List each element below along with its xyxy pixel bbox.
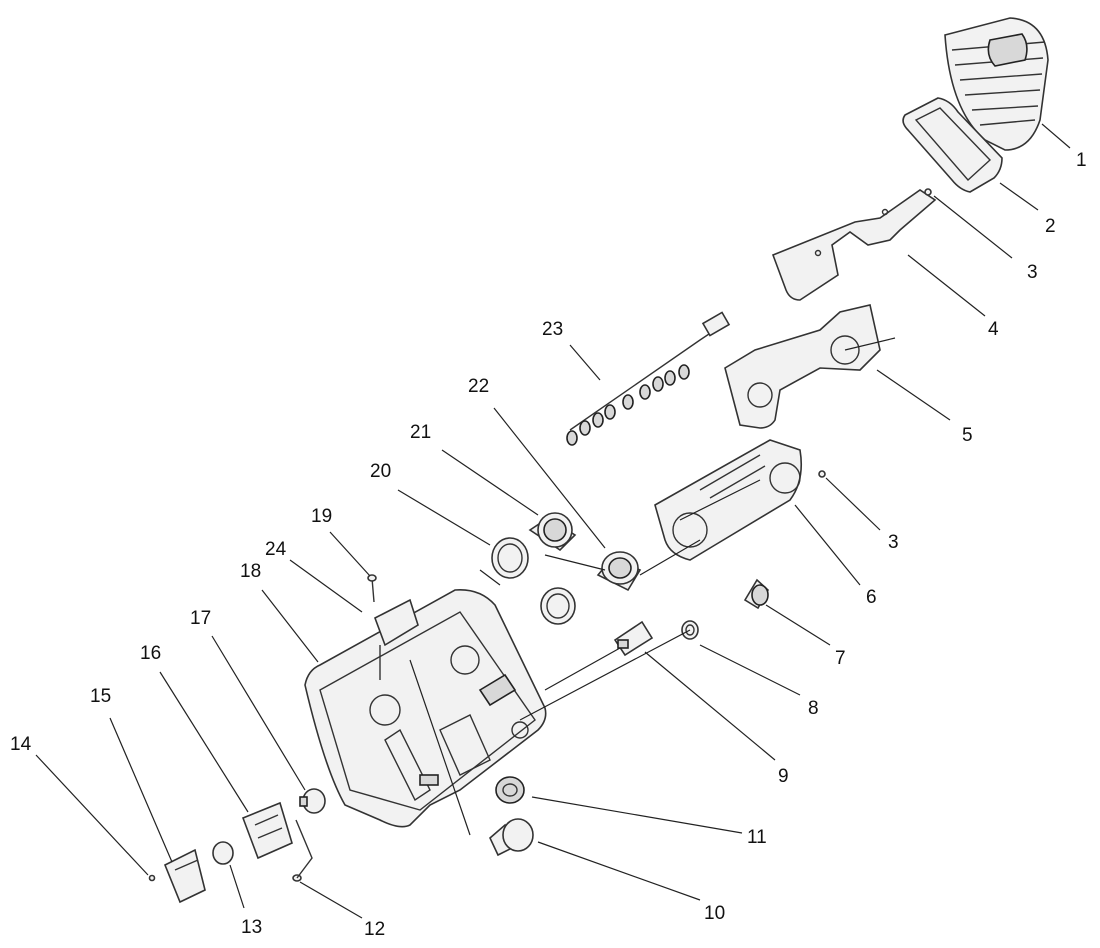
part-2-frame: [902, 97, 1003, 193]
callout-20: 20: [370, 461, 391, 482]
callout-24: 24: [265, 539, 287, 560]
callout-5: 5: [962, 425, 973, 446]
part-10-lamp: [489, 818, 534, 857]
callout-3b: 3: [888, 532, 899, 553]
gauge-ring-lower: [540, 587, 576, 625]
part-12-screw: [292, 819, 313, 882]
callout-22: 22: [468, 376, 489, 397]
callout-labels: 1 2 3 4 5 3 6 7 8 9 11 10 12 13 14 15 16…: [10, 150, 1087, 940]
callout-13: 13: [241, 917, 262, 938]
callout-2: 2: [1045, 216, 1056, 237]
part-23-harness: [566, 311, 731, 446]
part-13-cap: [212, 841, 234, 865]
callout-21: 21: [410, 422, 431, 443]
assembly-lines: [409, 337, 896, 836]
callout-10: 10: [704, 903, 725, 924]
part-22-gauge: [596, 551, 642, 592]
callout-1: 1: [1076, 150, 1087, 171]
part-5-lower-plate: [724, 304, 881, 429]
part-1-boot: [944, 17, 1049, 151]
callout-14: 14: [10, 734, 32, 755]
part-11-indicator: [495, 776, 525, 804]
callout-3a: 3: [1027, 262, 1038, 283]
leader-lines: [35, 123, 1071, 919]
part-18-console-housing: [304, 588, 547, 828]
callout-7: 7: [835, 648, 846, 669]
part-7-knob: [743, 578, 770, 610]
callout-11: 11: [747, 827, 767, 848]
part-14-pin: [148, 874, 156, 882]
callout-6: 6: [866, 587, 877, 608]
part-3-screw-lower: [818, 470, 826, 478]
callout-23: 23: [542, 319, 563, 340]
part-19-screw: [367, 574, 377, 603]
callout-4: 4: [988, 319, 999, 340]
part-21-gauge: [528, 512, 577, 552]
callout-12: 12: [364, 919, 385, 940]
part-9-switch: [613, 620, 654, 657]
callout-19: 19: [311, 506, 332, 527]
callout-18: 18: [240, 561, 261, 582]
callout-8: 8: [808, 698, 819, 719]
part-20-ring: [491, 537, 529, 579]
callout-16: 16: [140, 643, 161, 664]
part-4-upper-plate: [771, 189, 937, 301]
part-16-switch-block: [241, 801, 293, 860]
part-6-gauge-panel: [654, 439, 803, 561]
callout-15: 15: [90, 686, 111, 707]
callout-17: 17: [190, 608, 211, 629]
part-15-connector: [163, 848, 206, 904]
part-3-screw-upper: [924, 188, 932, 196]
part-17-bulb: [299, 788, 326, 814]
callout-9: 9: [778, 766, 789, 787]
